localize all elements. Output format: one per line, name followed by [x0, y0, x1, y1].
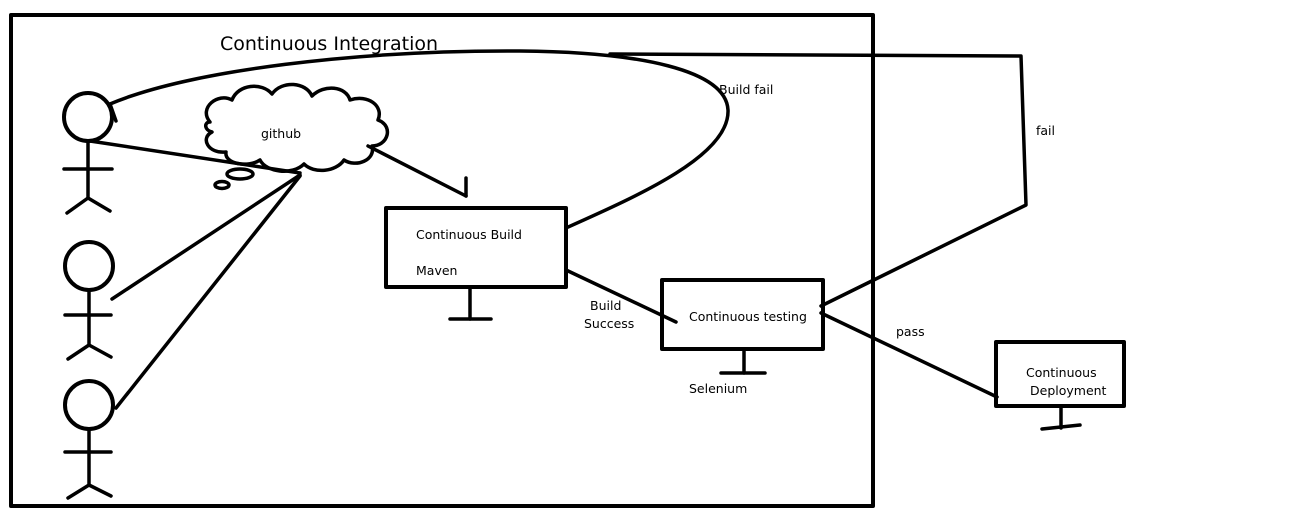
- continuous-deployment-label-1: Continuous: [1026, 365, 1097, 380]
- monitor-icon: [384, 206, 568, 289]
- thought-bubble-icon: [225, 167, 255, 181]
- continuous-testing-label: Continuous testing: [689, 309, 807, 324]
- cloud-icon: [204, 82, 390, 173]
- monitor-base: [1040, 423, 1082, 431]
- dev3-to-github-line: [114, 174, 302, 410]
- continuous-deployment-node: Continuous Deployment: [994, 340, 1126, 431]
- pass-line: [819, 311, 999, 399]
- stick-figure-icon: [62, 91, 114, 215]
- developer-3: [63, 379, 115, 500]
- test-fail-path: [608, 52, 1028, 308]
- build-success-label-1: Build: [590, 298, 621, 313]
- arrowhead-icon: [108, 102, 118, 123]
- continuous-deployment-label-2: Deployment: [1030, 383, 1107, 398]
- developer-2: [63, 240, 115, 361]
- continuous-testing-node: Continuous testing Selenium: [660, 278, 825, 396]
- ci-boundary-box: [9, 13, 875, 508]
- selenium-label: Selenium: [689, 381, 747, 396]
- continuous-build-label: Continuous Build: [416, 227, 522, 242]
- stick-figure-icon: [63, 240, 115, 361]
- dev2-to-github-line: [110, 173, 302, 301]
- build-fail-loop: [108, 49, 730, 230]
- stick-figure-icon: [63, 379, 115, 500]
- maven-label: Maven: [416, 263, 457, 278]
- github-label: github: [261, 126, 301, 141]
- build-fail-label: Build fail: [719, 82, 773, 97]
- pass-label: pass: [896, 324, 925, 339]
- build-success-label-2: Success: [584, 316, 634, 331]
- github-node: github: [204, 82, 390, 191]
- diagram-title: Continuous Integration: [220, 33, 438, 55]
- thought-bubble-small-icon: [213, 179, 231, 191]
- build-to-testing-line: [564, 268, 678, 324]
- fail-label: fail: [1036, 123, 1055, 138]
- developer-1: [62, 91, 114, 215]
- continuous-build-node: Continuous Build Maven: [384, 206, 568, 321]
- github-to-build-arrow: [366, 144, 468, 198]
